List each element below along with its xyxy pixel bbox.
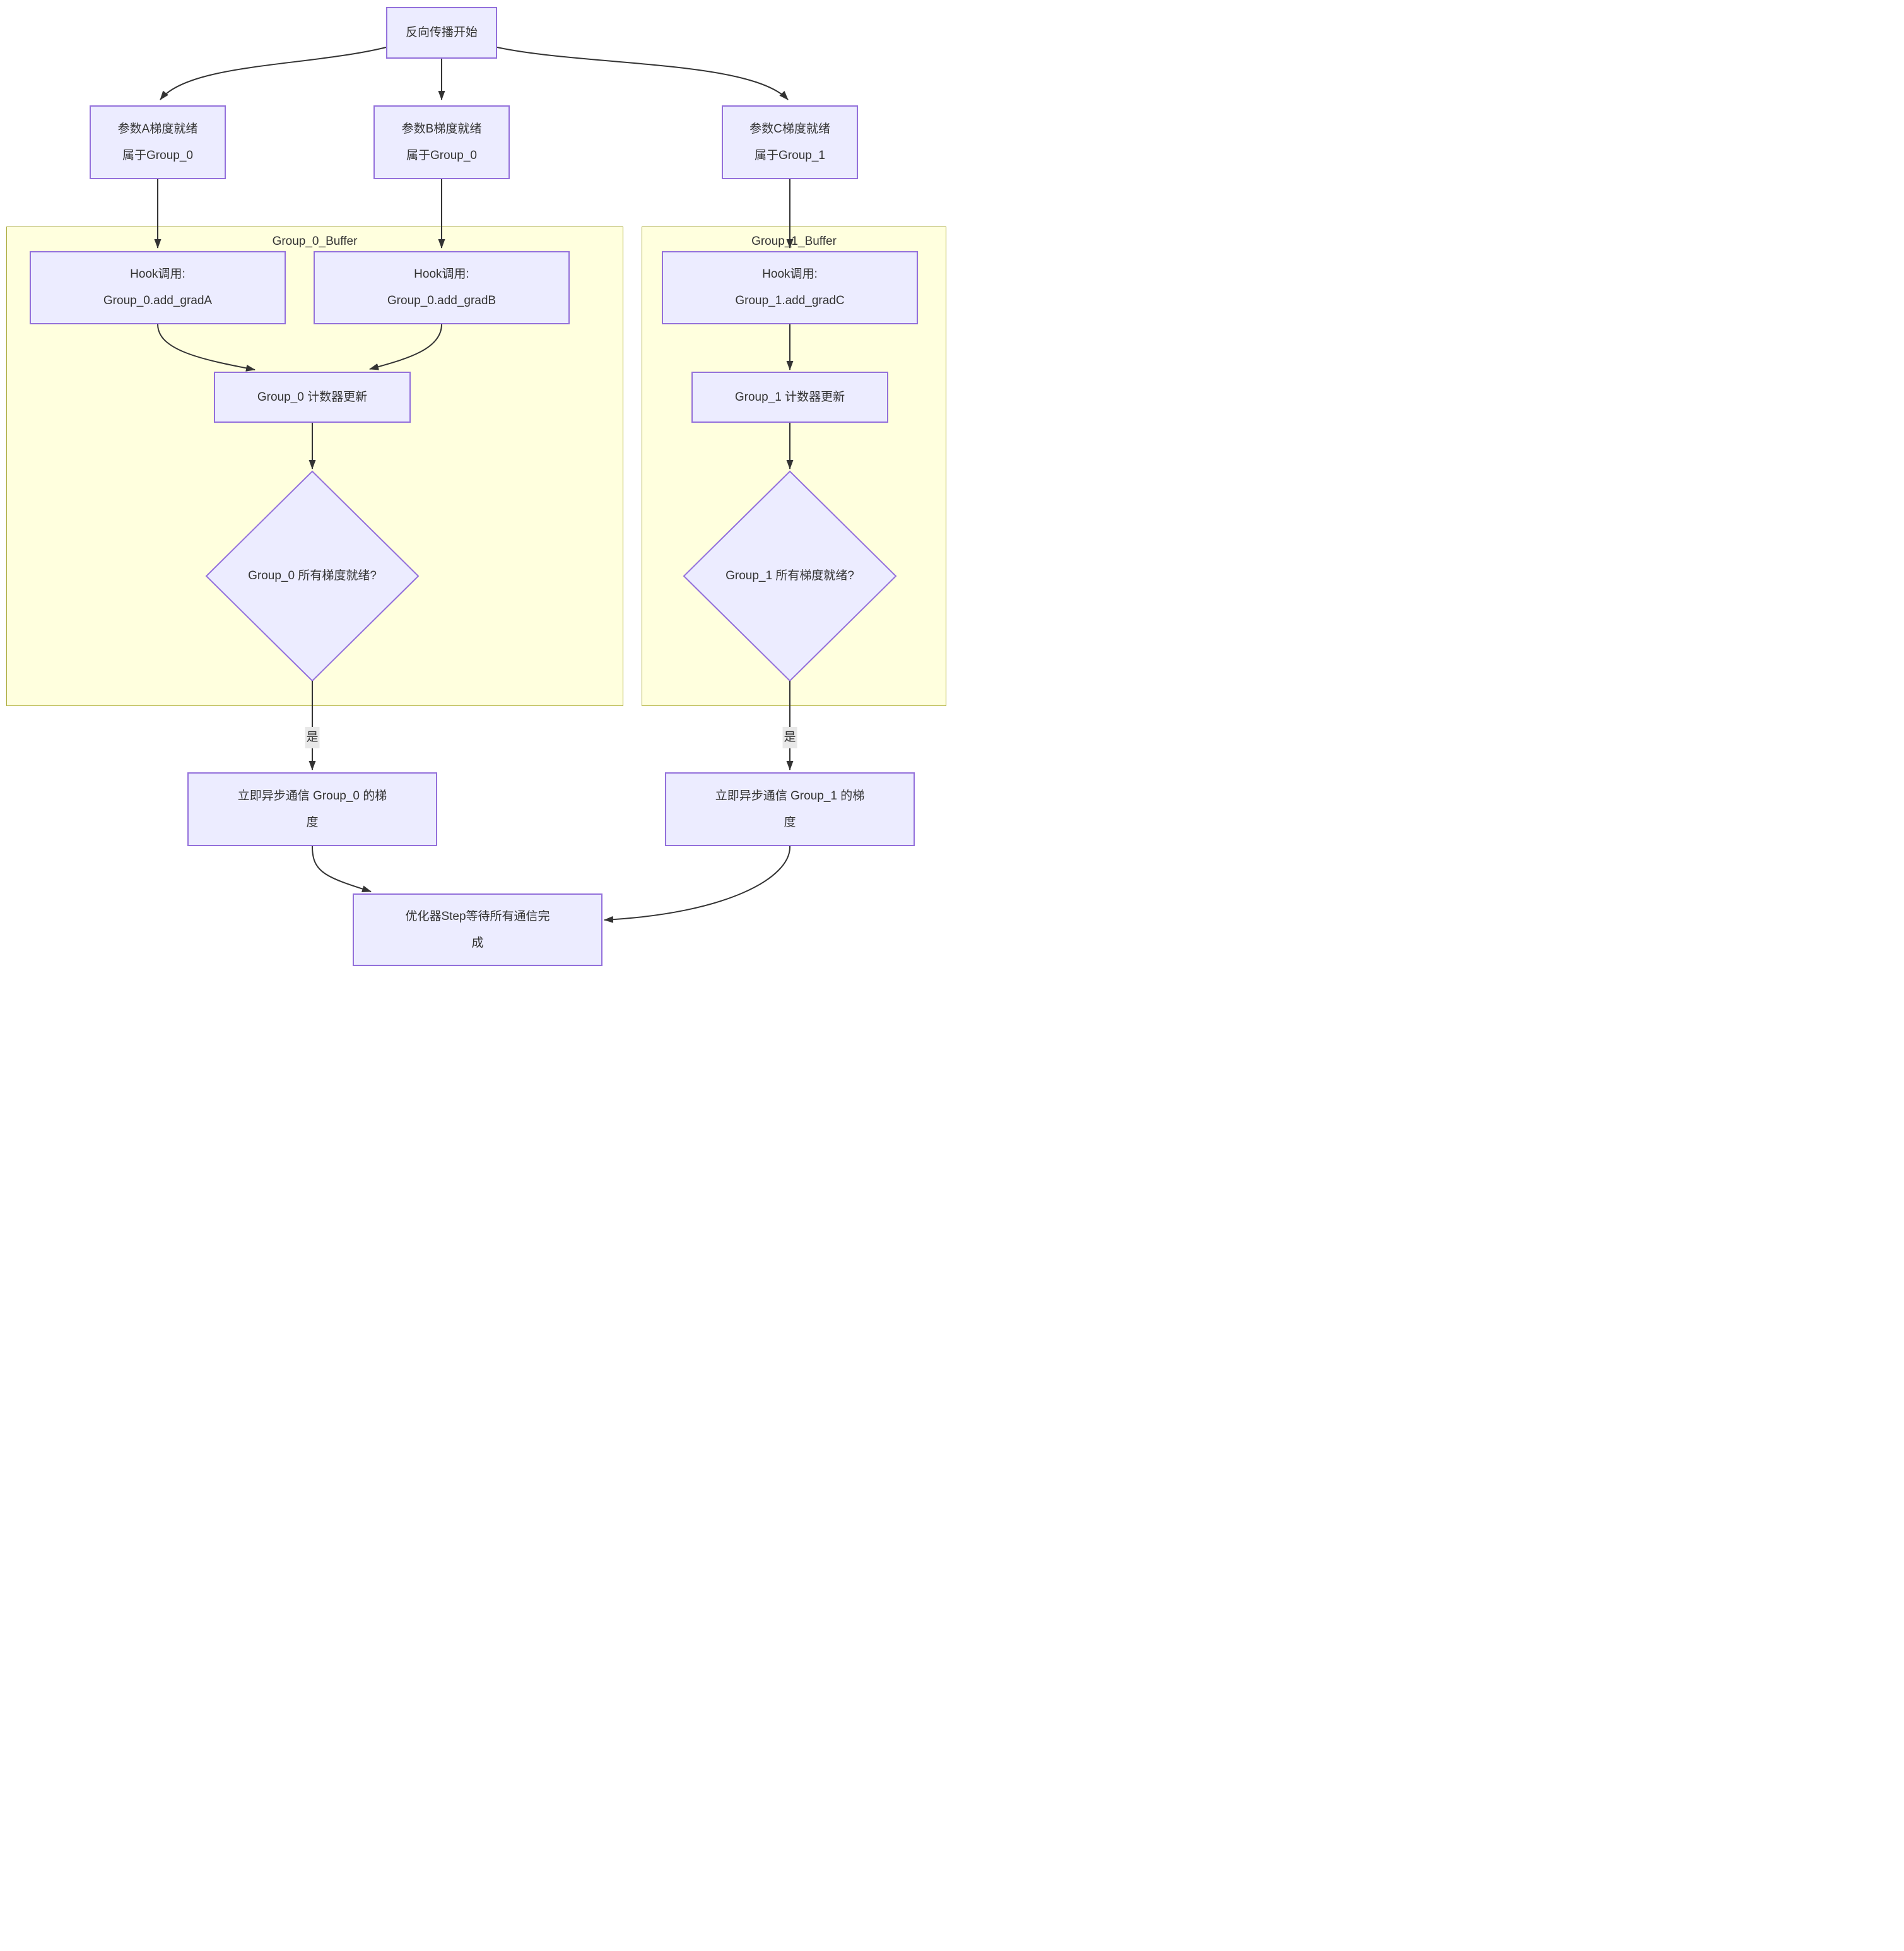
- node-optimizer-line2: 成: [471, 936, 484, 950]
- node-param-b: 参数B梯度就绪 属于Group_0: [373, 105, 510, 179]
- node-comm-0-line2: 度: [306, 815, 319, 829]
- node-param-c-line1: 参数C梯度就绪: [749, 122, 830, 136]
- edge-label-yes-0: 是: [305, 727, 320, 748]
- node-hook-c-line1: Hook调用:: [762, 268, 818, 281]
- edge-label-yes-1: 是: [782, 727, 797, 748]
- node-param-c-line2: 属于Group_1: [755, 148, 825, 162]
- node-decision-0-label: Group_0 所有梯度就绪?: [248, 569, 377, 582]
- node-counter-1: Group_1 计数器更新: [691, 372, 888, 423]
- node-param-a-line1: 参数A梯度就绪: [117, 122, 198, 136]
- edge-start-to-param-a: [160, 47, 387, 100]
- node-hook-a: Hook调用: Group_0.add_gradA: [30, 251, 286, 324]
- node-comm-1-line1: 立即异步通信 Group_1 的梯: [715, 789, 865, 803]
- node-comm-1-line2: 度: [784, 815, 796, 829]
- edge-layer: [154, 47, 897, 923]
- node-hook-a-line1: Hook调用:: [130, 268, 185, 281]
- edge-comm-0-to-optimizer: [312, 846, 372, 893]
- edge-hook-b-to-counter-0: [369, 324, 442, 370]
- node-optimizer: 优化器Step等待所有通信完 成: [353, 893, 602, 966]
- node-hook-c-line2: Group_1.add_gradC: [735, 294, 845, 307]
- node-counter-0-label: Group_0 计数器更新: [257, 390, 368, 404]
- node-param-c: 参数C梯度就绪 属于Group_1: [722, 105, 858, 179]
- node-param-b-line2: 属于Group_0: [406, 148, 477, 162]
- node-decision-1-label: Group_1 所有梯度就绪?: [726, 569, 854, 582]
- node-hook-b: Hook调用: Group_0.add_gradB: [314, 251, 570, 324]
- node-param-b-line1: 参数B梯度就绪: [401, 122, 482, 136]
- node-hook-c: Hook调用: Group_1.add_gradC: [662, 251, 918, 324]
- node-counter-0: Group_0 计数器更新: [214, 372, 411, 423]
- node-hook-b-line2: Group_0.add_gradB: [387, 294, 497, 307]
- subgraph-group0-title: Group_0_Buffer: [272, 235, 358, 248]
- edge-hook-a-to-counter-0: [157, 324, 256, 372]
- node-hook-a-line2: Group_0.add_gradA: [103, 294, 213, 307]
- node-param-a-line2: 属于Group_0: [122, 148, 193, 162]
- node-comm-0: 立即异步通信 Group_0 的梯 度: [187, 772, 437, 846]
- edge-start-to-param-c: [497, 47, 789, 100]
- node-counter-1-label: Group_1 计数器更新: [734, 390, 845, 404]
- node-comm-1: 立即异步通信 Group_1 的梯 度: [665, 772, 915, 846]
- node-param-a: 参数A梯度就绪 属于Group_0: [90, 105, 226, 179]
- node-start-label: 反向传播开始: [405, 26, 478, 39]
- flowchart-canvas: Group_0_Buffer Group_1_Buffer 反向传播开始: [0, 0, 952, 976]
- subgraph-group1-title: Group_1_Buffer: [751, 235, 837, 248]
- edge-comm-1-to-optimizer: [604, 846, 791, 923]
- node-optimizer-line1: 优化器Step等待所有通信完: [405, 909, 550, 923]
- node-hook-b-line1: Hook调用:: [414, 268, 469, 281]
- node-start: 反向传播开始: [386, 7, 497, 59]
- node-comm-0-line1: 立即异步通信 Group_0 的梯: [237, 789, 387, 803]
